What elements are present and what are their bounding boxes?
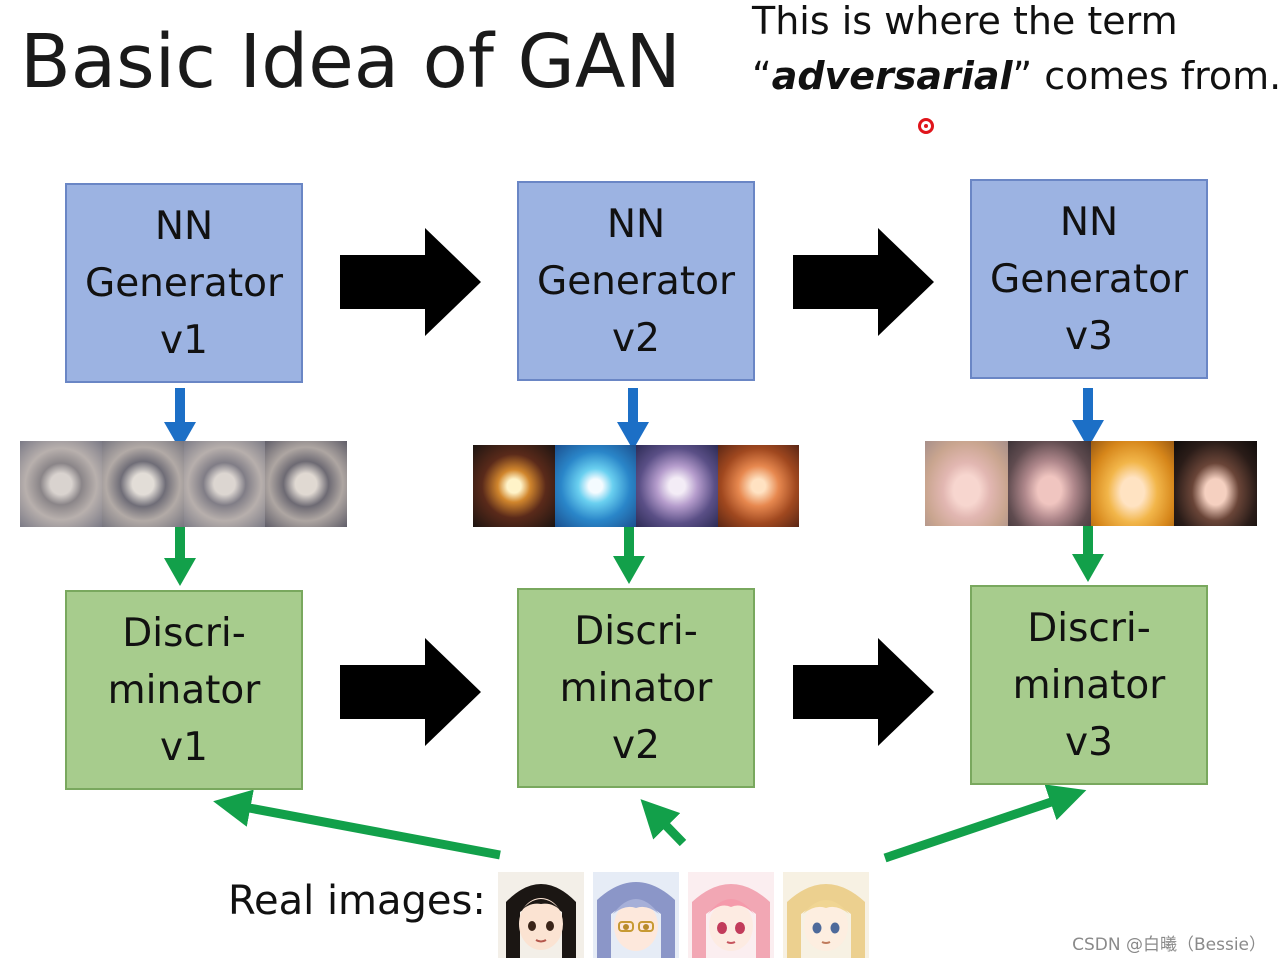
- generator-output-arrow-1: [164, 388, 196, 450]
- real-image: [593, 872, 679, 958]
- sample-input-arrow-1: [164, 524, 196, 586]
- generated-image: [1008, 441, 1091, 526]
- note-line-1: This is where the term: [752, 0, 1178, 43]
- generated-image: [1174, 441, 1257, 526]
- real-images-strip: [498, 872, 869, 958]
- note-line-2: “adversarial” comes from.: [752, 54, 1280, 99]
- watermark: CSDN @白曦（Bessie）: [1072, 935, 1266, 955]
- generated-image: [101, 441, 184, 527]
- real-images-label: Real images:: [228, 878, 486, 924]
- generated-image: [1091, 441, 1174, 526]
- generated-image: [554, 445, 636, 527]
- generated-image: [636, 445, 718, 527]
- note-emphasis: adversarial: [771, 54, 1013, 99]
- generated-image: [265, 441, 347, 527]
- generated-samples-v3: [925, 441, 1257, 526]
- generator-progress-arrow-2: [793, 228, 934, 336]
- generated-image: [717, 445, 799, 527]
- generated-samples-v1: [20, 441, 347, 527]
- real-image: [688, 872, 774, 958]
- generated-samples-v2: [473, 445, 799, 527]
- real-image: [498, 872, 584, 958]
- generator-output-arrow-2: [617, 388, 649, 450]
- discriminator-progress-arrow-2: [793, 638, 934, 746]
- real-arrow-to-disc-3: [883, 784, 1087, 863]
- generated-image: [20, 441, 102, 527]
- generator-progress-arrow-1: [340, 228, 481, 336]
- discriminator-progress-arrow-1: [340, 638, 481, 746]
- generated-image: [183, 441, 266, 527]
- sample-input-arrow-3: [1072, 520, 1104, 582]
- adversarial-note: This is where the term “adversarial” com…: [752, 0, 1280, 104]
- sample-input-arrow-2: [613, 522, 645, 584]
- real-image: [783, 872, 869, 958]
- generated-image: [473, 445, 555, 527]
- real-arrow-to-disc-1: [213, 789, 501, 860]
- generated-image: [925, 441, 1008, 526]
- page-title: Basic Idea of GAN: [20, 19, 681, 105]
- real-arrow-to-disc-2: [640, 799, 687, 847]
- laser-pointer-dot: [918, 118, 934, 134]
- generator-output-arrow-3: [1072, 388, 1104, 448]
